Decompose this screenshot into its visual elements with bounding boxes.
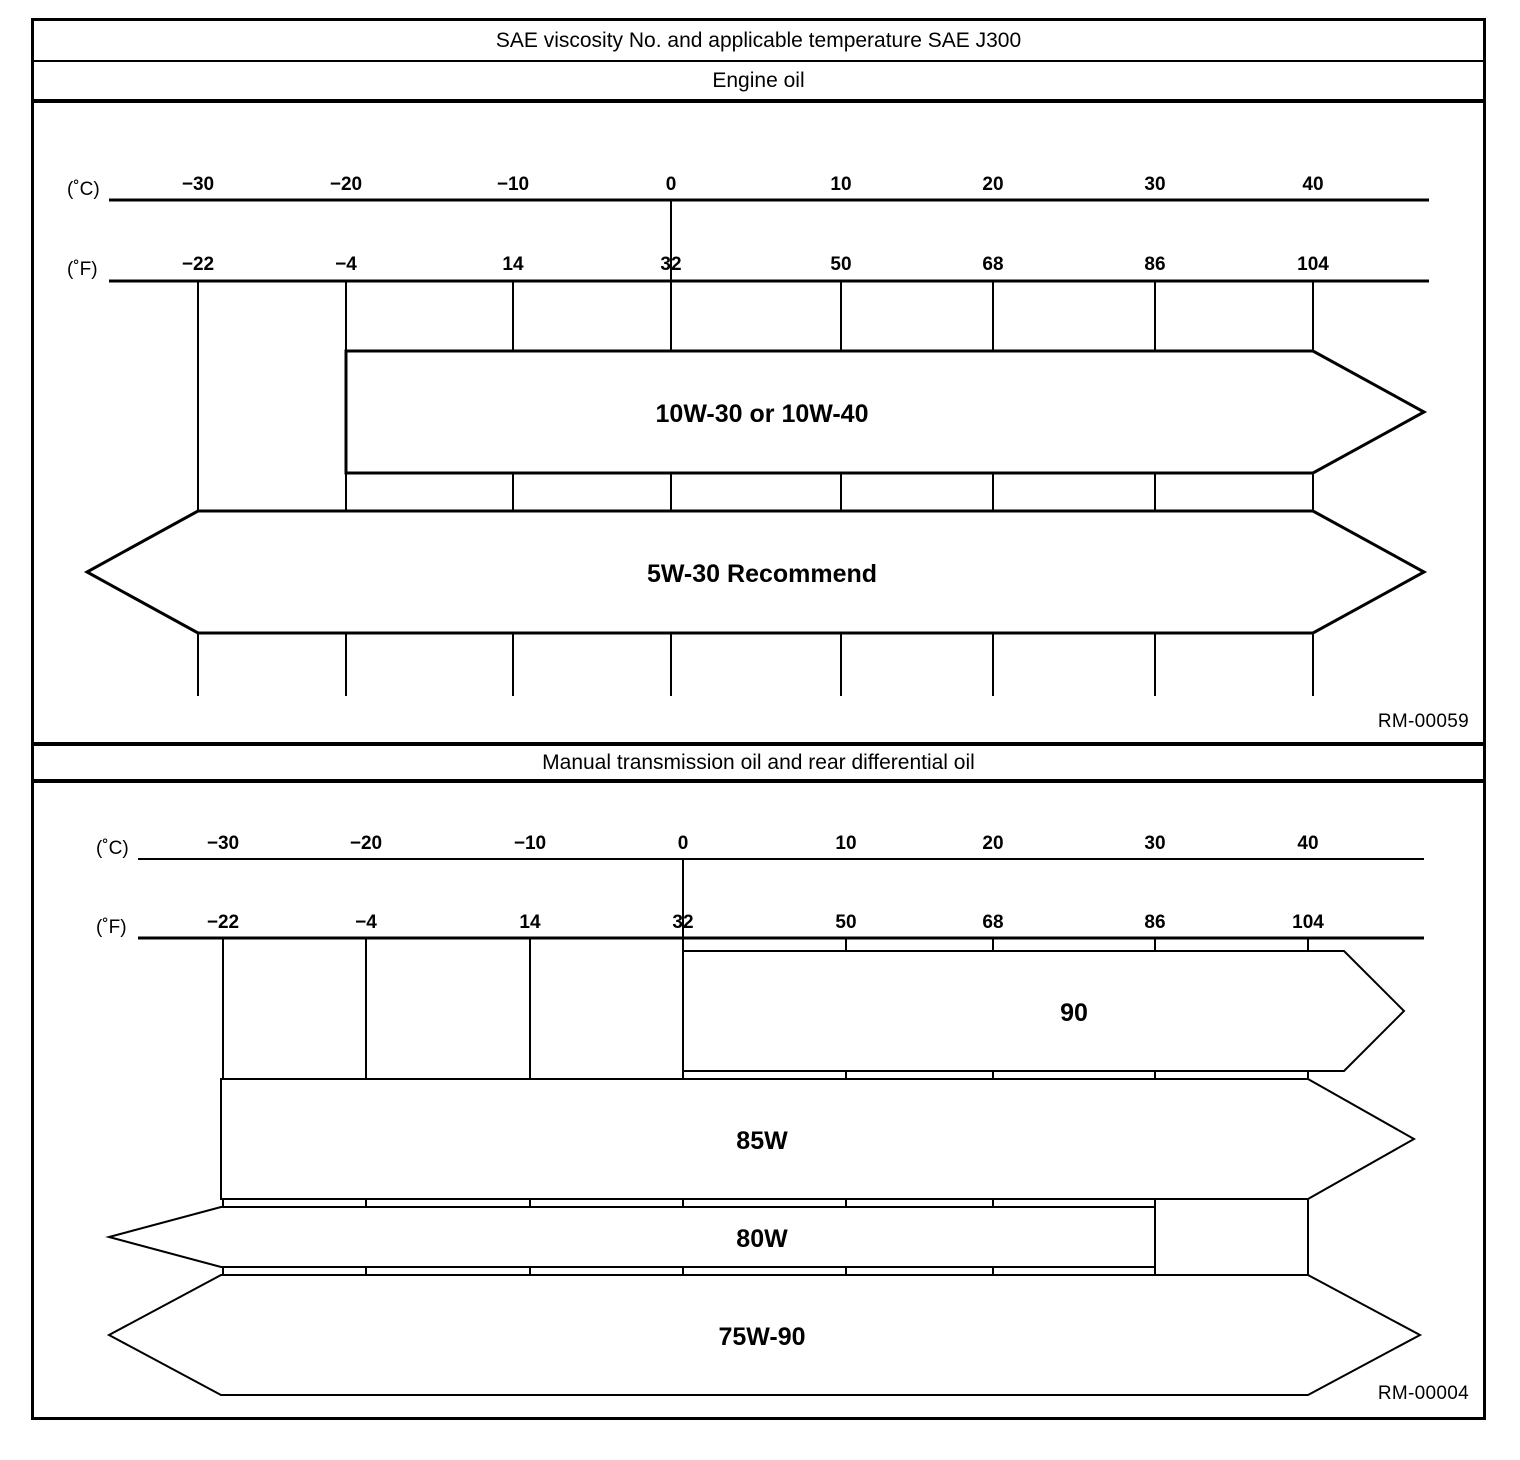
f-tick-86: 86 [1144, 254, 1165, 275]
band-90 [682, 950, 1406, 1072]
section-engine-oil-title-text: Engine oil [712, 68, 805, 92]
c-tick-0: 0 [666, 174, 677, 195]
c-tick-30: 30 [1144, 174, 1165, 195]
band-75w90 [106, 1274, 1423, 1396]
diagram-frame: SAE viscosity No. and applicable tempera… [31, 18, 1486, 1420]
c2-tick--30: −30 [207, 833, 239, 854]
band-85w [220, 1078, 1417, 1200]
c2-tick--20: −20 [350, 833, 382, 854]
f-tick--4: −4 [335, 254, 357, 275]
f-tick-32: 32 [660, 254, 681, 275]
band-5w30 [83, 509, 1428, 635]
band-10w30-10w40 [344, 349, 1428, 475]
celsius-unit-label: (˚C) [67, 179, 100, 200]
mt-diff-oil-chart: (˚C) −30 −20 −10 0 10 20 30 40 (˚F) −22 … [34, 783, 1483, 1417]
band-85w-label: 85W [736, 1127, 788, 1155]
band-80w-label: 80W [736, 1225, 788, 1253]
chart2-reference-code: RM-00004 [1377, 1383, 1469, 1404]
f2-tick-86: 86 [1144, 912, 1165, 933]
diagram-title: SAE viscosity No. and applicable tempera… [34, 21, 1483, 62]
c2-tick-0: 0 [678, 833, 689, 854]
band-10w30-10w40-label: 10W-30 or 10W-40 [656, 400, 869, 428]
f2-tick-32: 32 [672, 912, 693, 933]
f2-tick-68: 68 [982, 912, 1003, 933]
f-tick-68: 68 [982, 254, 1003, 275]
c-tick-10: 10 [830, 174, 851, 195]
f-tick--22: −22 [182, 254, 214, 275]
c2-tick-40: 40 [1297, 833, 1318, 854]
f2-tick-50: 50 [835, 912, 856, 933]
c2-tick-20: 20 [982, 833, 1003, 854]
c-tick--10: −10 [497, 174, 529, 195]
engine-oil-chart: (˚C) −30 −20 −10 0 10 20 30 40 (˚F) −22 … [34, 103, 1483, 742]
f-tick-50: 50 [830, 254, 851, 275]
f-tick-104: 104 [1297, 254, 1329, 275]
c2-tick-30: 30 [1144, 833, 1165, 854]
f2-tick--22: −22 [207, 912, 239, 933]
c-tick--20: −20 [330, 174, 362, 195]
f2-tick-14: 14 [519, 912, 541, 933]
band-5w30-label: 5W-30 Recommend [647, 560, 877, 588]
f-tick-14: 14 [502, 254, 524, 275]
f2-tick--4: −4 [355, 912, 377, 933]
c2-tick--10: −10 [514, 833, 546, 854]
c2-tick-10: 10 [835, 833, 856, 854]
f2-tick-104: 104 [1292, 912, 1324, 933]
fahrenheit-unit-label: (˚F) [67, 259, 98, 280]
band-90-label: 90 [1060, 999, 1088, 1027]
band-80w [105, 1206, 1156, 1268]
band-75w90-label: 75W-90 [718, 1323, 805, 1351]
section-mt-oil-title-text: Manual transmission oil and rear differe… [542, 750, 975, 774]
fahrenheit-unit-label-2: (˚F) [96, 917, 127, 938]
c-tick--30: −30 [182, 174, 214, 195]
section-engine-oil-title: Engine oil [34, 62, 1483, 103]
diagram-title-text: SAE viscosity No. and applicable tempera… [495, 28, 1022, 52]
section-mt-oil-title: Manual transmission oil and rear differe… [34, 742, 1483, 783]
celsius-unit-label-2: (˚C) [96, 838, 129, 859]
chart1-reference-code: RM-00059 [1377, 711, 1469, 732]
c-tick-20: 20 [982, 174, 1003, 195]
c-tick-40: 40 [1302, 174, 1323, 195]
